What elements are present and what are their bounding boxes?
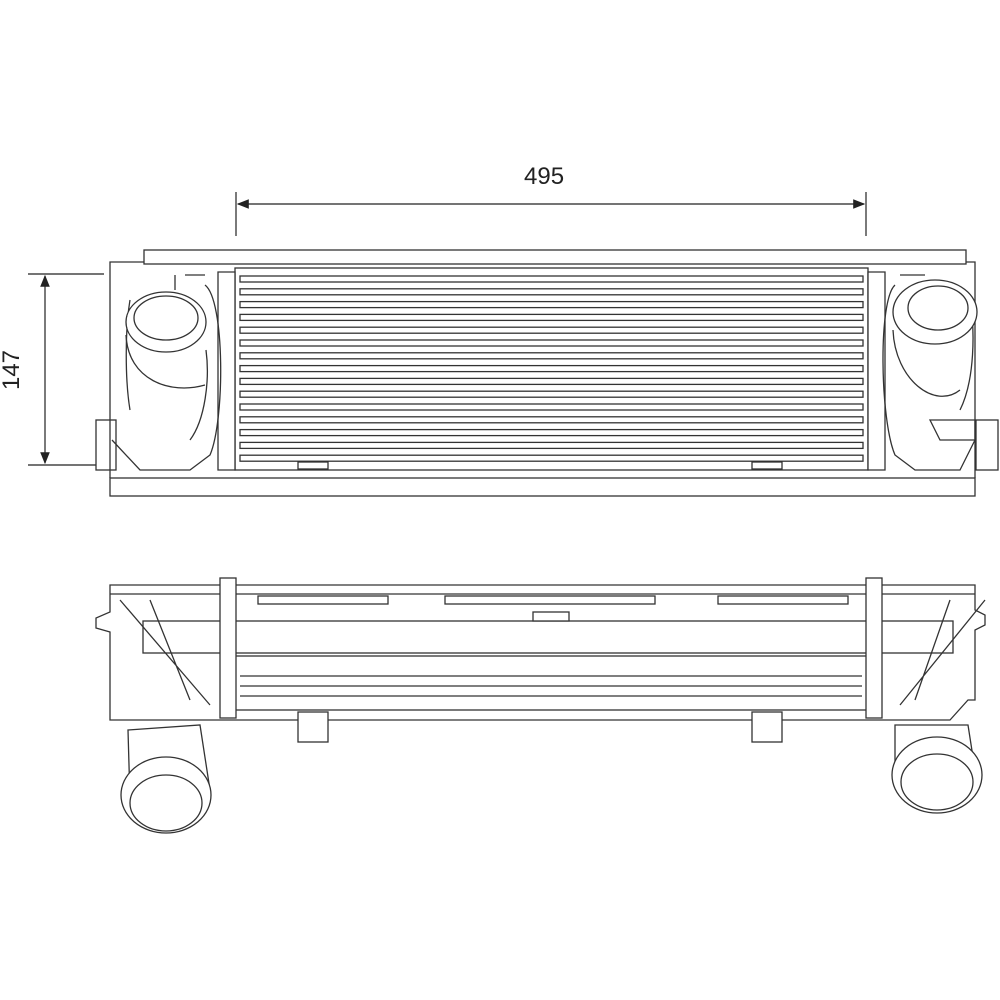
core-fin <box>239 339 864 347</box>
core-fins <box>239 275 864 462</box>
core-fin <box>239 326 864 334</box>
core-fin <box>239 313 864 322</box>
core-fin <box>239 403 864 411</box>
core-fin <box>239 275 864 283</box>
core-fin <box>239 300 864 309</box>
outlet-port-front <box>892 279 978 345</box>
core-fin <box>239 377 864 386</box>
core-fin <box>239 454 864 462</box>
inlet-port-top <box>120 756 212 834</box>
core-fin <box>239 441 864 450</box>
top-view <box>95 577 986 834</box>
core-fin <box>239 364 864 373</box>
front-view <box>95 249 999 497</box>
height-dimension <box>28 273 104 466</box>
core-fin <box>239 352 864 360</box>
inlet-port-front <box>125 291 207 353</box>
core-fin <box>239 428 864 437</box>
width-dimension-label: 495 <box>524 163 565 190</box>
core-fin <box>239 390 864 398</box>
outlet-port-top <box>891 736 983 814</box>
height-dimension-label: 147 <box>0 349 26 391</box>
core-fin <box>239 288 864 296</box>
width-dimension <box>235 192 867 236</box>
core-fin <box>239 416 864 424</box>
